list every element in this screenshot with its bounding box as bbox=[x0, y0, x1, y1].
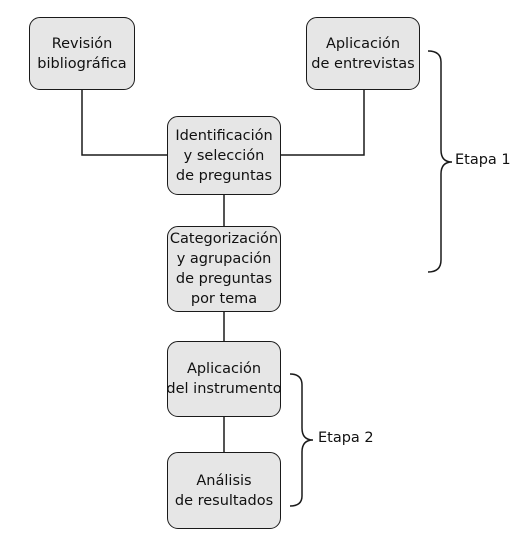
node-text-line: y agrupación bbox=[176, 251, 272, 267]
node-text-line: por tema bbox=[190, 291, 258, 307]
node-text-line: de resultados bbox=[174, 492, 274, 509]
node-identificacion-seleccion: Identificación y selección de preguntas bbox=[167, 116, 281, 195]
node-text-line: y selección bbox=[183, 147, 265, 164]
node-text-line: Aplicación bbox=[325, 35, 401, 52]
node-text-line: Aplicación bbox=[186, 361, 262, 377]
node-text-line: Identificación bbox=[175, 127, 273, 144]
brace-etapa-1 bbox=[427, 50, 453, 273]
node-analisis-resultados: Análisis de resultados bbox=[167, 452, 281, 529]
node-text-line: de entrevistas bbox=[311, 55, 415, 72]
node-text-line: Análisis bbox=[196, 472, 252, 489]
node-text-line: Revisión bbox=[51, 35, 113, 52]
node-aplicacion-entrevistas: Aplicación de entrevistas bbox=[306, 17, 420, 90]
node-text-line: de preguntas bbox=[175, 167, 273, 184]
node-categorizacion-agrupacion: Categorización y agrupación de preguntas… bbox=[167, 226, 281, 312]
brace-etapa-2 bbox=[289, 373, 314, 507]
node-text-line: bibliográfica bbox=[37, 55, 127, 72]
stage-label-etapa-1: Etapa 1 bbox=[455, 152, 511, 168]
node-text-line: del instrumento bbox=[166, 381, 282, 397]
stage-label-etapa-2: Etapa 2 bbox=[318, 430, 374, 446]
connector-revision-to-identificacion bbox=[81, 90, 167, 156]
node-text-line: de preguntas bbox=[175, 271, 273, 287]
node-revision-bibliografica: Revisión bibliográfica bbox=[29, 17, 135, 90]
node-text-line: Categorización bbox=[169, 231, 279, 247]
node-aplicacion-instrumento: Aplicación del instrumento bbox=[166, 341, 282, 417]
connector-entrevistas-to-identificacion bbox=[281, 90, 365, 156]
